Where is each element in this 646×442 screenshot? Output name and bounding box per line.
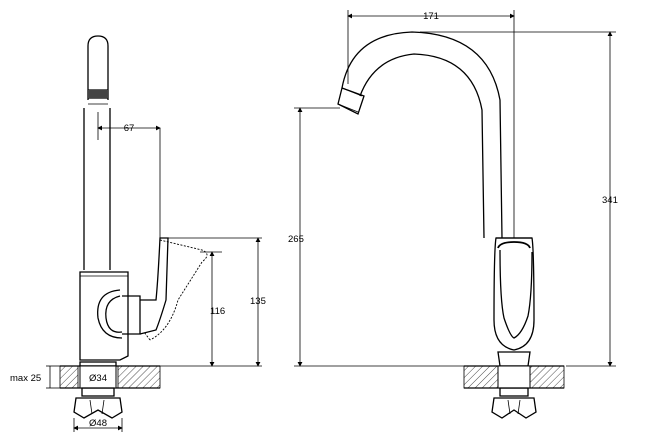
dim-spout-reach: 171 xyxy=(347,10,515,238)
dim-nut-diameter: Ø48 xyxy=(73,418,123,432)
side-lever xyxy=(122,237,208,341)
dim-label-deck-thickness: max 25 xyxy=(10,373,41,384)
dim-body-outer: 135 xyxy=(160,237,266,367)
front-nut xyxy=(491,387,537,419)
side-nut xyxy=(73,387,123,419)
dim-label-shank-diameter: Ø34 xyxy=(89,373,107,384)
front-spout xyxy=(337,31,503,239)
side-deck xyxy=(59,361,161,389)
front-view: 171 341 265 xyxy=(288,10,618,419)
dim-label-total-height: 341 xyxy=(602,195,618,206)
front-body xyxy=(493,237,535,367)
side-spout xyxy=(83,35,111,270)
dim-deck-thickness: max 25 xyxy=(10,365,60,389)
front-deck xyxy=(463,365,565,389)
dim-body-inner: 116 xyxy=(200,251,225,367)
side-view: 67 116 135 max 25 Ø34 Ø48 xyxy=(10,35,266,432)
dim-label-spout-reach: 171 xyxy=(423,11,439,22)
dim-handle-offset: 67 xyxy=(97,112,161,240)
dim-label-body-inner: 116 xyxy=(210,306,225,317)
dim-label-spout-height: 265 xyxy=(288,234,304,245)
dim-spout-height: 265 xyxy=(288,107,464,367)
side-body xyxy=(79,271,129,361)
dim-label-nut-diameter: Ø48 xyxy=(89,418,107,429)
dim-label-handle-offset: 67 xyxy=(124,123,135,134)
dim-total-height: 341 xyxy=(420,31,618,367)
dim-label-body-outer: 135 xyxy=(250,296,266,307)
